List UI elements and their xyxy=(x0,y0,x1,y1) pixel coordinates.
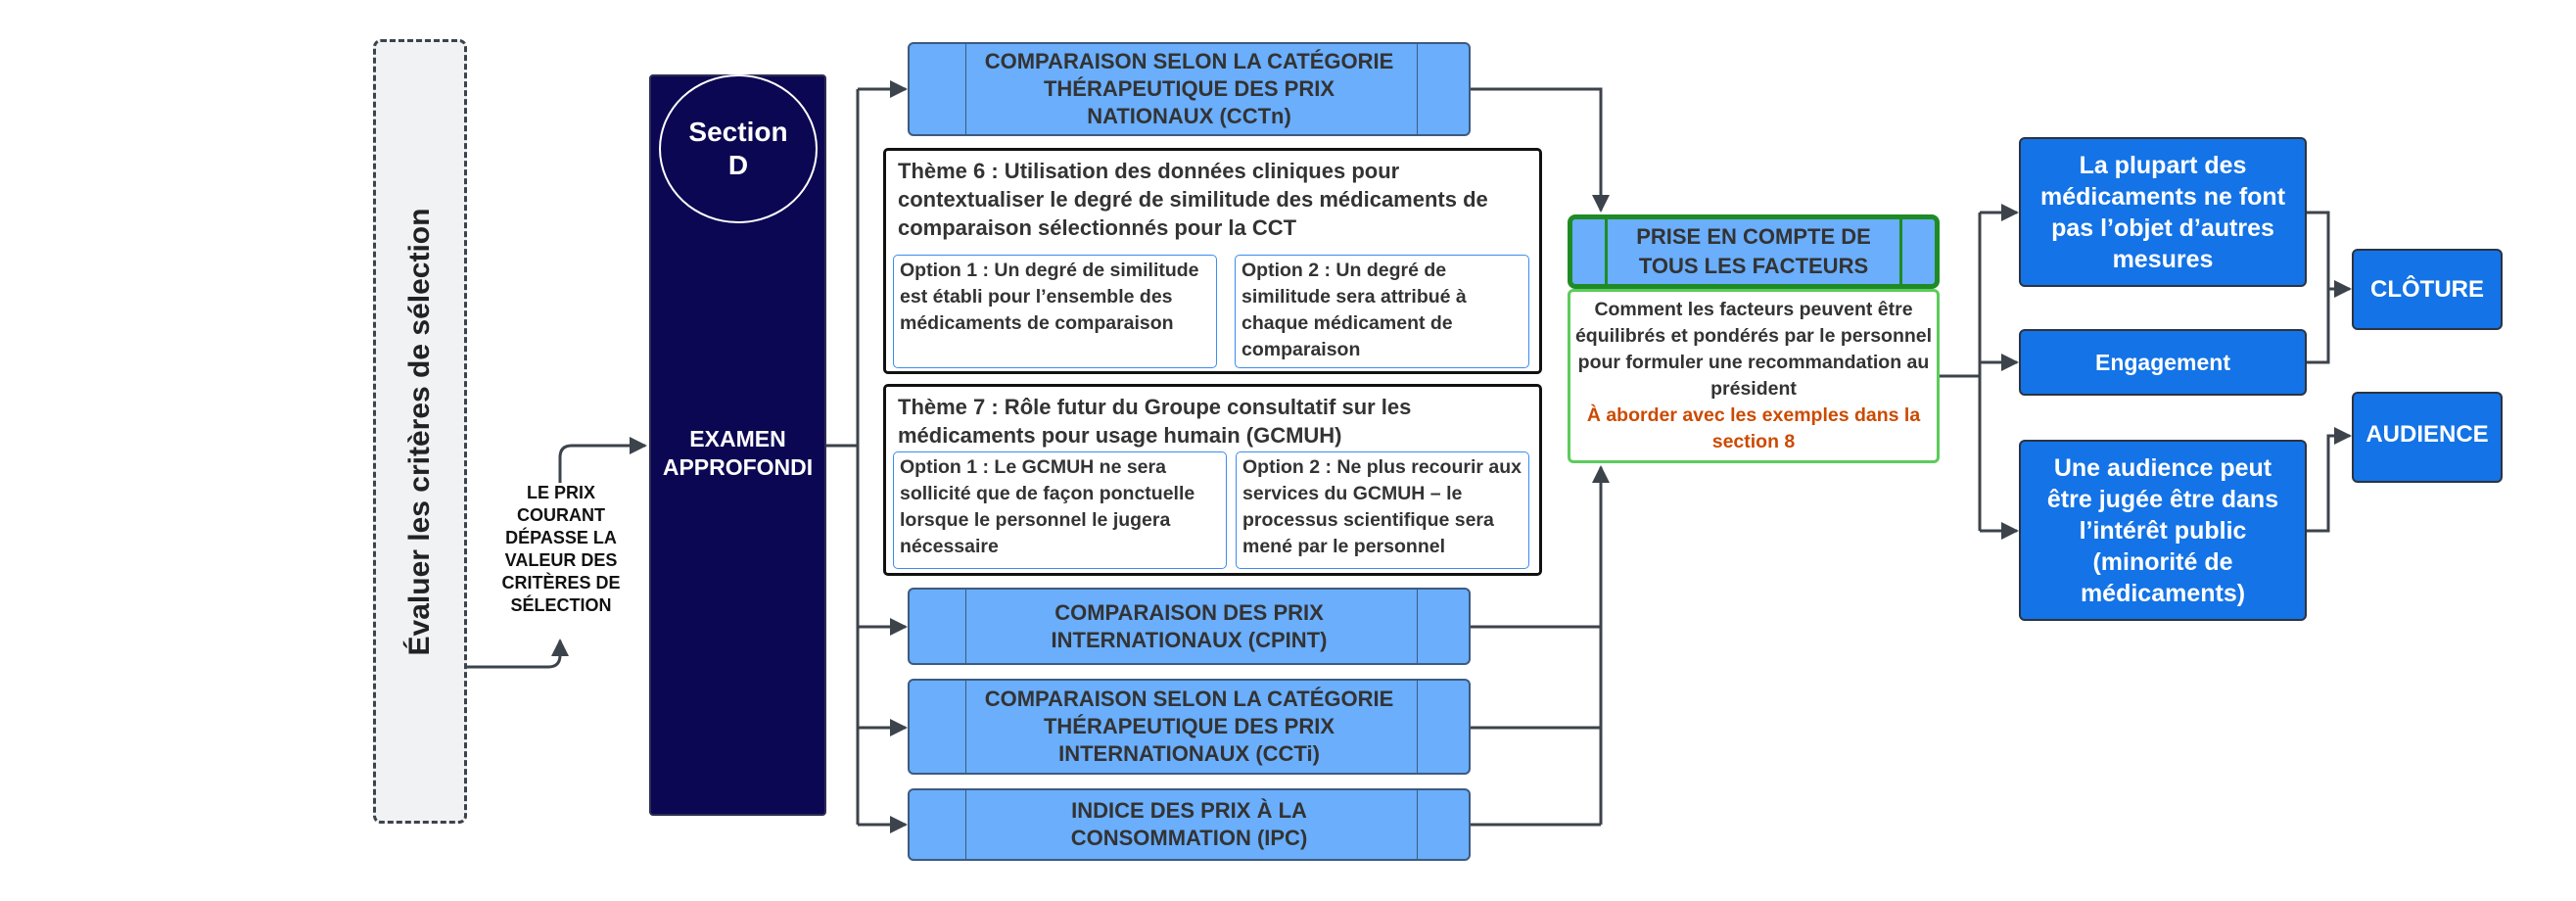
section-badge: Section D xyxy=(659,74,818,223)
theme-6-option-2[interactable]: Option 2 : Un degré de similitude sera a… xyxy=(1235,255,1529,368)
connector-to-audience xyxy=(2307,427,2352,533)
connector-section-trunk xyxy=(826,89,860,825)
result-cloture[interactable]: CLÔTURE xyxy=(2352,249,2503,330)
theme-6-panel: Thème 6 : Utilisation des données cliniq… xyxy=(883,148,1542,374)
connector-note-to-section xyxy=(558,437,647,483)
factor-ccti-label: COMPARAISON SELON LA CATÉGORIE THÉRAPEUT… xyxy=(984,687,1394,766)
criteria-evaluation-label: Évaluer les critères de sélection xyxy=(403,208,436,655)
factor-cctn[interactable]: COMPARAISON SELON LA CATÉGORIE THÉRAPEUT… xyxy=(908,42,1471,136)
factor-cpint-label: COMPARAISON DES PRIX INTERNATIONAUX (CPI… xyxy=(1051,599,1328,652)
section-badge-line2: D xyxy=(727,150,749,180)
synthesis-body: Comment les facteurs peuvent être équili… xyxy=(1568,289,1940,463)
outcome-hearing[interactable]: Une audience peut être jugée être dans l… xyxy=(2019,440,2307,621)
outcome-engagement[interactable]: Engagement xyxy=(2019,329,2307,396)
section-d-panel: Section D EXAMEN APPROFONDI xyxy=(649,74,826,816)
theme-7-option-2[interactable]: Option 2 : Ne plus recourir aux services… xyxy=(1236,451,1529,569)
result-audience[interactable]: AUDIENCE xyxy=(2352,392,2503,483)
factor-cctn-label: COMPARAISON SELON LA CATÉGORIE THÉRAPEUT… xyxy=(984,49,1394,128)
criteria-evaluation-box: Évaluer les critères de sélection xyxy=(373,39,467,824)
theme-6-option-1[interactable]: Option 1 : Un degré de similitude est ét… xyxy=(893,255,1217,368)
condition-note: LE PRIX COURANT DÉPASSE LA VALEUR DES CR… xyxy=(501,483,621,615)
outcome-no-further-action[interactable]: La plupart des médicaments ne font pas l… xyxy=(2019,137,2307,287)
factor-ipc-label: INDICE DES PRIX À LA CONSOMMATION (IPC) xyxy=(1070,798,1308,850)
theme-7-option-1[interactable]: Option 1 : Le GCMUH ne sera sollicité qu… xyxy=(893,451,1227,569)
section-badge-line1: Section xyxy=(688,117,788,147)
factor-ccti[interactable]: COMPARAISON SELON LA CATÉGORIE THÉRAPEUT… xyxy=(908,679,1471,775)
synthesis-body-text: Comment les facteurs peuvent être équili… xyxy=(1574,299,1933,400)
theme-7-title: Thème 7 : Rôle futur du Groupe consultat… xyxy=(898,395,1412,448)
theme-6-title: Thème 6 : Utilisation des données cliniq… xyxy=(898,159,1488,240)
factor-cpint[interactable]: COMPARAISON DES PRIX INTERNATIONAUX (CPI… xyxy=(908,588,1471,665)
connector-to-cloture xyxy=(2307,211,2350,364)
synthesis-note: À aborder avec les exemples dans la sect… xyxy=(1586,404,1921,452)
connector-synthesis-trunk xyxy=(1940,213,1982,531)
connector-criteria-to-note xyxy=(467,639,569,669)
connector-cctn-to-synthesis xyxy=(1471,87,1610,213)
synthesis-header-label: PRISE EN COMPTE DE TOUS LES FACTEURS xyxy=(1636,224,1871,278)
factor-ipc[interactable]: INDICE DES PRIX À LA CONSOMMATION (IPC) xyxy=(908,788,1471,861)
synthesis-header: PRISE EN COMPTE DE TOUS LES FACTEURS xyxy=(1568,214,1940,289)
theme-7-panel: Thème 7 : Rôle futur du Groupe consultat… xyxy=(883,384,1542,576)
section-title: EXAMEN APPROFONDI xyxy=(662,426,814,480)
